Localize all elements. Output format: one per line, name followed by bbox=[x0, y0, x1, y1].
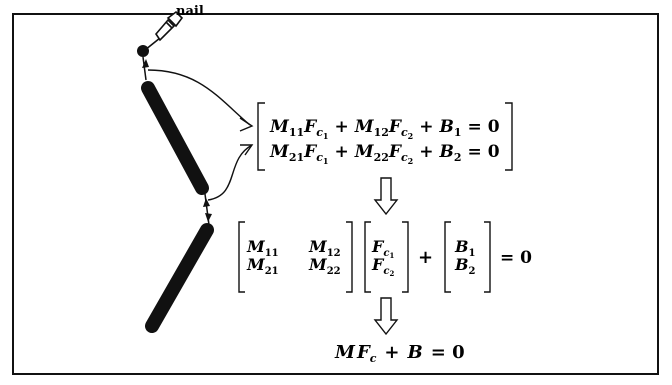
bracket-left-top bbox=[257, 102, 265, 171]
arrow-curve-lower bbox=[207, 144, 253, 201]
matrix-M-a12: M12 bbox=[308, 237, 341, 259]
operator-equals-zero: = 0 bbox=[500, 248, 532, 268]
link-arrowhead-1 bbox=[142, 59, 149, 68]
vector-F-2: Fc2 bbox=[371, 255, 394, 278]
rod-lower bbox=[145, 223, 214, 333]
vector-B-bracket-left bbox=[444, 221, 451, 293]
vector-F-bracket-left bbox=[364, 221, 371, 293]
vector-B-bracket-right bbox=[484, 221, 491, 293]
vector-B-1: B1 bbox=[454, 237, 476, 259]
equation-line-1: M11Fc1+M12Fc2+B1= 0 bbox=[269, 117, 500, 141]
link-arrowhead-2 bbox=[203, 198, 210, 207]
nail-label: nail bbox=[176, 4, 204, 19]
operator-plus: + bbox=[418, 247, 433, 268]
matrix-M-a11: M11 bbox=[246, 237, 279, 259]
matrix-M-a21: M21 bbox=[246, 255, 279, 277]
arrow-head-lower bbox=[240, 144, 254, 156]
link-pivot-rod bbox=[142, 56, 147, 81]
vector-B-2: B2 bbox=[454, 255, 476, 277]
arrow-head-upper bbox=[239, 117, 254, 132]
figure-border bbox=[12, 13, 659, 375]
equation-line-2: M21Fc1+M22Fc2+B2= 0 bbox=[269, 142, 500, 166]
bracket-right-top bbox=[505, 102, 513, 171]
rod-upper bbox=[141, 81, 209, 195]
down-arrow-1 bbox=[373, 177, 399, 216]
vector-F-1: Fc1 bbox=[371, 237, 394, 260]
matrix-M-bracket-left bbox=[238, 221, 245, 293]
pivot-point bbox=[137, 45, 149, 57]
nail-icon bbox=[144, 10, 184, 51]
matrix-M-a22: M22 bbox=[308, 255, 341, 277]
matrix-M-bracket-right bbox=[346, 221, 353, 293]
down-arrow-2 bbox=[373, 297, 399, 336]
arrow-curve-upper bbox=[147, 69, 251, 126]
vector-F-bracket-right bbox=[402, 221, 409, 293]
link-arrowhead-3 bbox=[205, 213, 212, 222]
